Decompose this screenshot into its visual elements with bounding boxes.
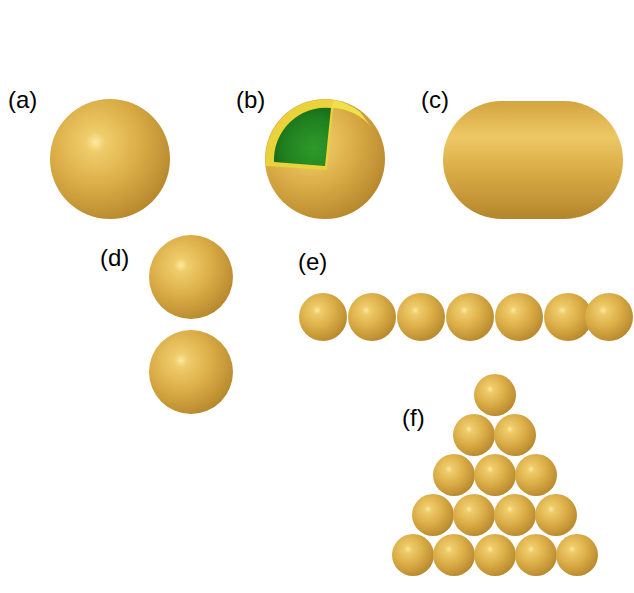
gold-sphere [149, 330, 233, 414]
panel-label: (f) [402, 404, 425, 432]
gold-sphere [50, 99, 170, 219]
panel-label: (e) [298, 248, 327, 276]
core-shell-sphere [265, 99, 385, 219]
panel-label: (c) [421, 86, 449, 114]
gold-sphere [149, 235, 233, 319]
panel-label: (a) [8, 86, 37, 114]
panel-label: (d) [100, 244, 129, 272]
gold-nanorod [443, 101, 623, 219]
panel-label: (b) [236, 86, 265, 114]
sphere-chain [299, 293, 633, 341]
sphere-triangle [392, 374, 598, 576]
